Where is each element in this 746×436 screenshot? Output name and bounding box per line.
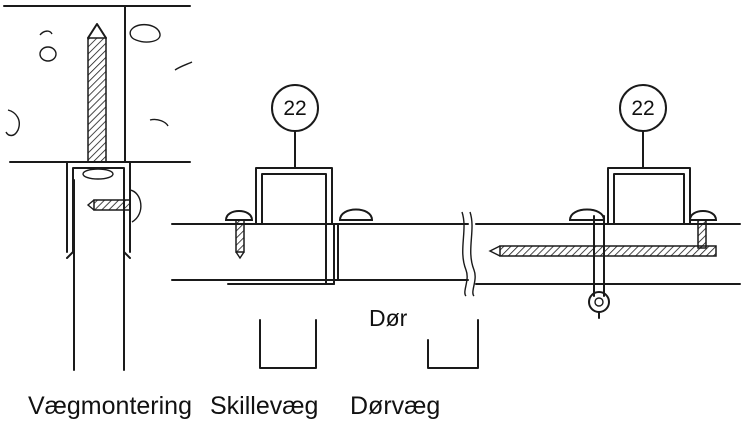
door-panel [337,208,479,369]
caption-partition: Skillevæg [210,392,319,420]
side-screw [93,199,131,211]
wall-mounting-detail [3,5,193,371]
callout-left: 22 [271,84,319,169]
door-label: Dør [369,305,408,331]
masonry-stones [5,23,193,137]
callout-left-label: 22 [283,97,306,120]
wall-screw [87,37,107,163]
door-wall-detail [475,167,741,319]
caption-wall-mounting: Vægmontering [28,392,192,420]
partition-detail [171,167,347,369]
callout-right: 22 [619,84,667,169]
caption-door-wall: Dørvæg [350,392,441,420]
callout-right-label: 22 [631,97,654,120]
